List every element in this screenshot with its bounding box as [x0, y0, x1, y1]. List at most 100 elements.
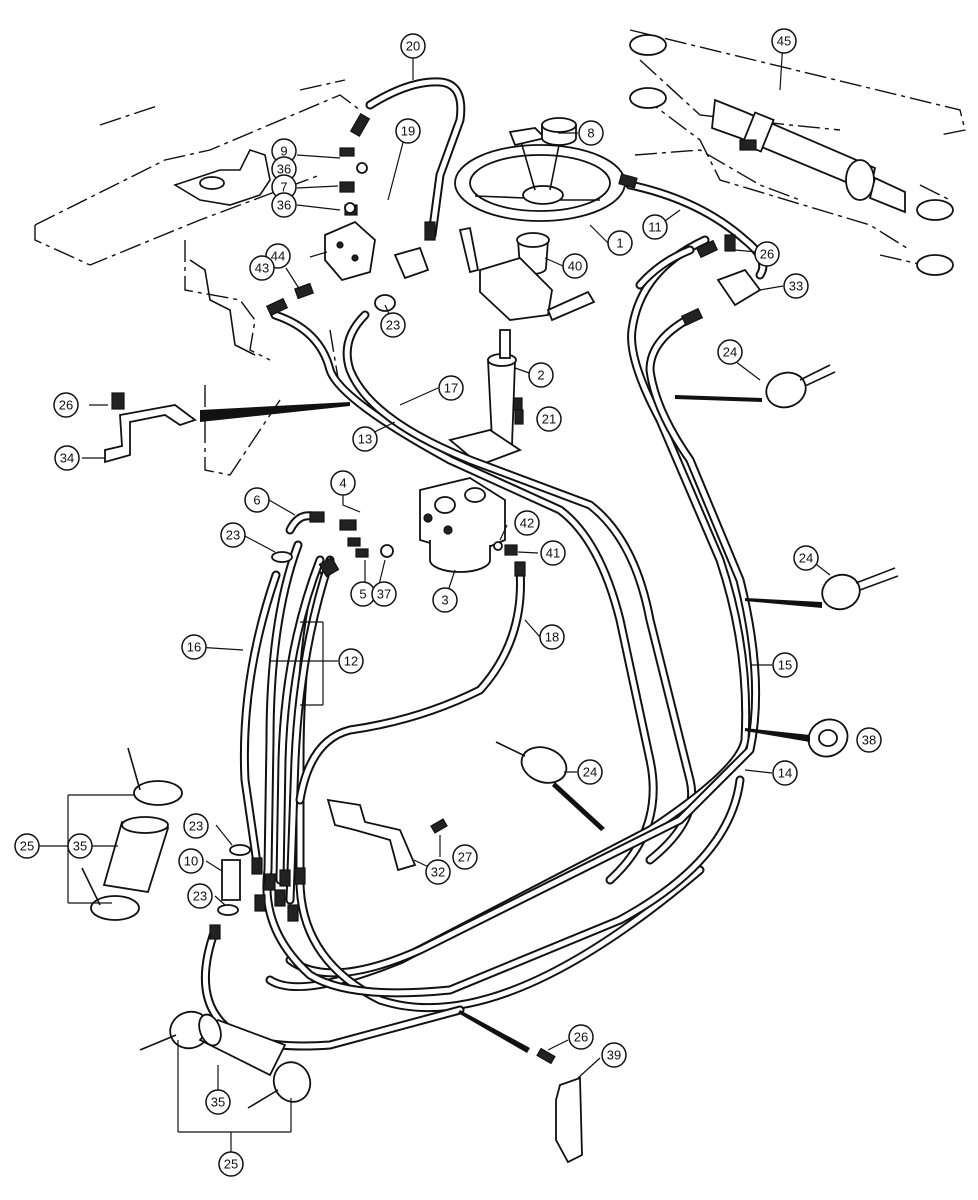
callout-24-top: 24 [717, 339, 743, 365]
svg-text:27: 27 [458, 850, 472, 865]
svg-text:10: 10 [184, 854, 198, 869]
callout-23-low2: 23 [187, 883, 213, 909]
callout-24-mid: 24 [793, 545, 819, 571]
cap [541, 117, 577, 146]
svg-text:24: 24 [583, 765, 597, 780]
svg-text:41: 41 [546, 546, 560, 561]
combination-switch [458, 226, 596, 322]
svg-text:35: 35 [211, 1095, 225, 1110]
callout-19: 19 [395, 118, 421, 144]
callout-3: 3 [432, 587, 458, 613]
svg-text:4: 4 [339, 476, 346, 491]
svg-text:23: 23 [226, 528, 240, 543]
chassis-frame-outline [34, 79, 361, 476]
pedal-mount [173, 149, 271, 356]
svg-text:36: 36 [277, 198, 291, 213]
steering-column [448, 329, 523, 467]
callout-18: 18 [539, 624, 565, 650]
svg-text:33: 33 [789, 279, 803, 294]
part-callouts: 20 8 45 9 36 7 36 19 1 11 44 43 40 26 33… [14, 28, 882, 1177]
callout-11: 11 [642, 214, 668, 240]
svg-text:40: 40 [568, 259, 582, 274]
svg-text:20: 20 [406, 39, 420, 54]
callout-26-bottom: 26 [568, 1024, 594, 1050]
callout-32: 32 [425, 859, 451, 885]
callout-6: 6 [244, 487, 270, 513]
svg-text:25: 25 [224, 1157, 238, 1172]
svg-text:7: 7 [280, 180, 287, 195]
svg-text:9: 9 [280, 144, 287, 159]
callout-40: 40 [562, 253, 588, 279]
callout-1: 1 [607, 230, 633, 256]
svg-text:17: 17 [444, 381, 458, 396]
callout-2: 2 [528, 362, 554, 388]
svg-text:6: 6 [253, 493, 260, 508]
priority-valve [324, 220, 376, 282]
callout-20: 20 [400, 33, 426, 59]
svg-text:24: 24 [723, 345, 737, 360]
callout-15: 15 [772, 652, 798, 678]
callout-38: 38 [856, 727, 882, 753]
callout-36-bottom: 36 [271, 192, 297, 218]
svg-text:19: 19 [401, 124, 415, 139]
svg-text:16: 16 [187, 640, 201, 655]
callout-43: 43 [249, 255, 275, 281]
svg-text:5: 5 [359, 587, 366, 602]
brackets [104, 404, 583, 1164]
callout-34: 34 [54, 445, 80, 471]
callout-13: 13 [352, 426, 378, 452]
svg-text:32: 32 [431, 865, 445, 880]
protective-sleeves [102, 816, 287, 1077]
steering-wheel [454, 127, 626, 222]
callout-25-bottom: 25 [218, 1151, 244, 1177]
callout-10: 10 [178, 848, 204, 874]
callout-39: 39 [601, 1042, 627, 1068]
svg-text:26: 26 [59, 398, 73, 413]
callout-16: 16 [181, 634, 207, 660]
hose-assemblies [200, 77, 768, 1051]
svg-text:34: 34 [60, 451, 74, 466]
callout-21: 21 [536, 406, 562, 432]
callout-27: 27 [452, 844, 478, 870]
svg-text:13: 13 [358, 432, 372, 447]
svg-text:44: 44 [271, 249, 285, 264]
steering-unit [419, 477, 506, 573]
callout-23-top: 23 [380, 312, 406, 338]
callout-24-low: 24 [577, 759, 603, 785]
svg-text:1: 1 [616, 236, 623, 251]
svg-text:3: 3 [441, 593, 448, 608]
callout-41: 41 [540, 540, 566, 566]
svg-text:26: 26 [574, 1030, 588, 1045]
svg-text:12: 12 [344, 654, 358, 669]
svg-text:26: 26 [760, 247, 774, 262]
steering-cylinder [629, 34, 954, 276]
svg-text:21: 21 [542, 412, 556, 427]
svg-text:24: 24 [799, 551, 813, 566]
svg-text:35: 35 [73, 839, 87, 854]
callout-26-right: 26 [754, 241, 780, 267]
callout-37: 37 [371, 581, 397, 607]
callout-26-left: 26 [53, 392, 79, 418]
svg-text:23: 23 [189, 819, 203, 834]
fittings [111, 113, 762, 1065]
callout-17: 17 [438, 375, 464, 401]
callout-4: 4 [330, 470, 356, 496]
callout-23-mid: 23 [220, 522, 246, 548]
svg-text:39: 39 [607, 1048, 621, 1063]
callout-25-left: 25 [14, 833, 40, 859]
callout-35-bottom: 35 [205, 1089, 231, 1115]
svg-text:2: 2 [537, 368, 544, 383]
leader-wedges [200, 395, 822, 1053]
callout-14: 14 [772, 760, 798, 786]
svg-text:23: 23 [386, 318, 400, 333]
svg-text:15: 15 [778, 658, 792, 673]
callout-42: 42 [514, 510, 540, 536]
svg-text:23: 23 [193, 889, 207, 904]
callout-23-low1: 23 [183, 813, 209, 839]
svg-text:11: 11 [648, 220, 662, 235]
svg-text:43: 43 [255, 261, 269, 276]
callout-8: 8 [578, 120, 604, 146]
callout-33: 33 [783, 273, 809, 299]
svg-text:14: 14 [778, 766, 792, 781]
